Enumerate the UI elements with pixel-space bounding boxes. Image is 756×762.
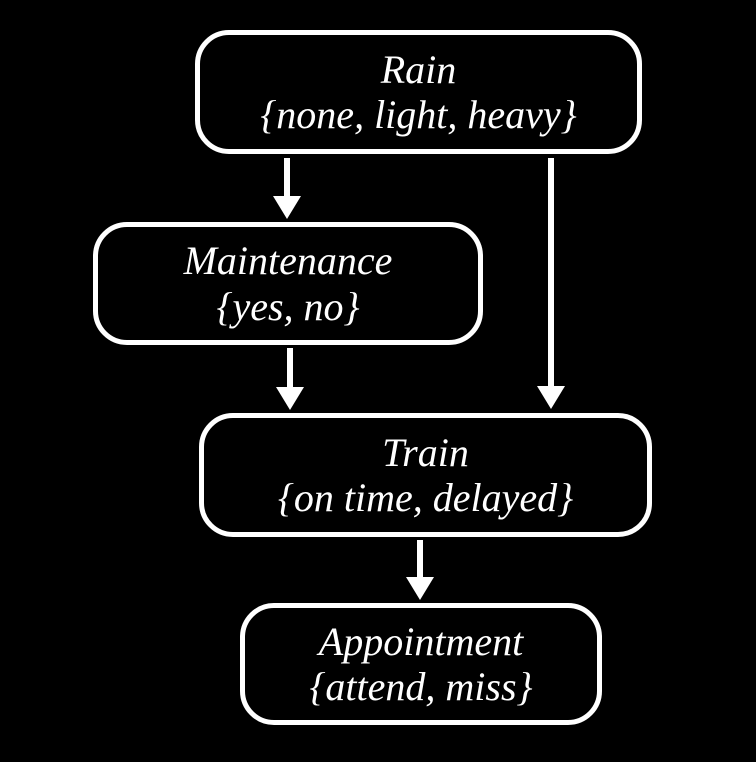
node-maintenance-values: {yes, no} xyxy=(216,283,360,329)
node-maintenance: Maintenance {yes, no} xyxy=(93,222,483,345)
arrow-train-to-appointment xyxy=(406,540,434,600)
node-train-values: {on time, delayed} xyxy=(277,475,574,520)
arrow-rain-to-maintenance xyxy=(273,158,301,219)
node-maintenance-label: Maintenance xyxy=(183,238,393,284)
node-rain: Rain {none, light, heavy} xyxy=(195,30,642,154)
node-appointment: Appointment {attend, miss} xyxy=(240,603,602,725)
node-appointment-values: {attend, miss} xyxy=(309,664,533,709)
node-rain-label: Rain xyxy=(380,46,457,92)
arrow-maintenance-to-train xyxy=(276,348,304,410)
node-rain-values: {none, light, heavy} xyxy=(260,92,577,137)
node-appointment-label: Appointment xyxy=(318,618,524,664)
node-train-label: Train xyxy=(382,429,469,475)
arrow-rain-to-train xyxy=(537,158,565,409)
node-train: Train {on time, delayed} xyxy=(199,413,652,537)
